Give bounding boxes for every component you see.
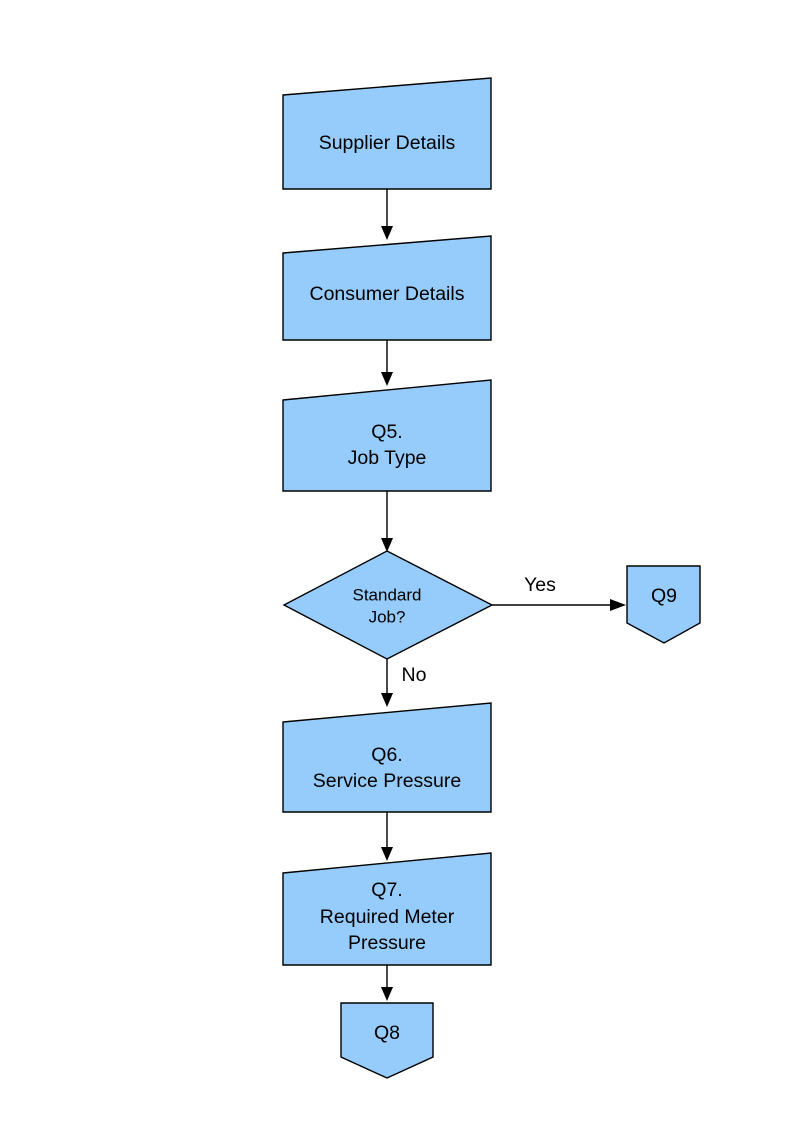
q7-label-line3: Pressure — [348, 932, 426, 954]
q5-job-type-label-line1: Q5. — [371, 421, 402, 443]
q9-label: Q9 — [651, 585, 677, 607]
node-supplier-details[interactable]: Supplier Details — [282, 77, 492, 190]
arrow-head-icon — [381, 847, 393, 861]
edge-label-no: No — [402, 664, 427, 686]
consumer-details-label: Consumer Details — [310, 283, 465, 305]
standard-job-decision-shape[interactable] — [282, 550, 494, 660]
consumer-details-shape[interactable] — [282, 235, 492, 341]
arrow-head-icon — [381, 987, 393, 1001]
edge-decision-to-q9: Yes — [492, 574, 626, 611]
q7-label-line2: Required Meter — [320, 906, 455, 928]
supplier-details-label: Supplier Details — [319, 132, 456, 154]
edge-q6-to-q7 — [381, 812, 393, 861]
edge-supplier-to-consumer — [381, 189, 393, 240]
q7-required-meter-pressure-shape[interactable] — [282, 852, 492, 966]
edge-q7-to-q8 — [381, 965, 393, 1001]
standard-job-decision-label-line1: Standard — [353, 585, 422, 604]
q6-service-pressure-label-line1: Q6. — [371, 744, 402, 766]
node-q7-required-meter-pressure[interactable]: Q7. Required Meter Pressure — [282, 852, 492, 966]
edge-decision-to-q6: No — [381, 659, 427, 707]
node-standard-job-decision[interactable]: Standard Job? — [282, 550, 494, 660]
arrow-head-icon — [610, 599, 626, 611]
q5-job-type-label-line2: Job Type — [348, 447, 427, 469]
q8-label: Q8 — [374, 1022, 400, 1044]
q6-service-pressure-label-line2: Service Pressure — [313, 770, 461, 792]
q8-shape[interactable] — [340, 1002, 434, 1079]
q9-shape[interactable] — [626, 565, 701, 644]
node-q6-service-pressure[interactable]: Q6. Service Pressure — [282, 702, 492, 813]
arrow-head-icon — [381, 372, 393, 386]
arrow-head-icon — [381, 226, 393, 240]
edge-label-yes: Yes — [524, 574, 556, 596]
supplier-details-shape[interactable] — [282, 77, 492, 190]
node-q5-job-type[interactable]: Q5. Job Type — [282, 379, 492, 492]
edge-consumer-to-q5 — [381, 340, 393, 386]
q6-service-pressure-shape[interactable] — [282, 702, 492, 813]
arrow-head-icon — [381, 538, 393, 552]
q5-job-type-shape[interactable] — [282, 379, 492, 492]
arrow-head-icon — [381, 693, 393, 707]
edge-q5-to-decision — [381, 491, 393, 552]
standard-job-decision-label-line2: Job? — [369, 607, 406, 626]
node-consumer-details[interactable]: Consumer Details — [282, 235, 492, 341]
q7-label-line1: Q7. — [371, 879, 402, 901]
node-q9[interactable]: Q9 — [626, 565, 701, 644]
node-q8[interactable]: Q8 — [340, 1002, 434, 1079]
